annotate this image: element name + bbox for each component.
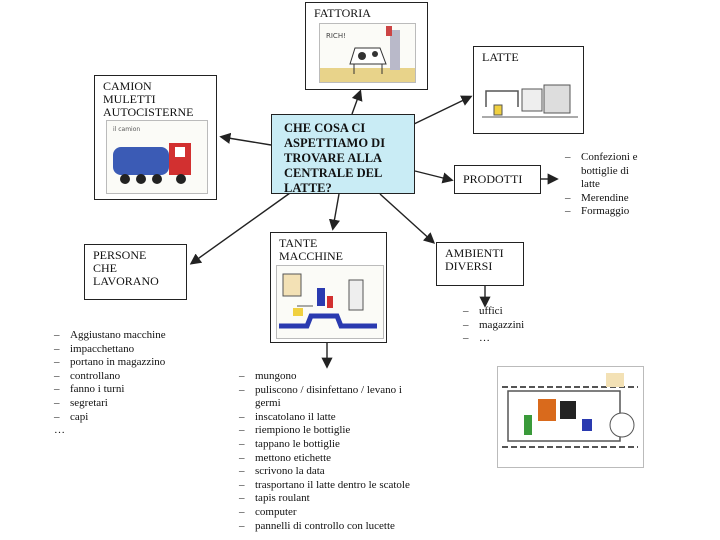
fattoria-box: FATTORIA RICH! bbox=[305, 2, 428, 90]
persone-box: PERSONE CHE LAVORANO bbox=[84, 244, 187, 300]
list-item: trasportano il latte dentro le scatole bbox=[239, 479, 410, 493]
fattoria-label: FATTORIA bbox=[314, 6, 371, 20]
list-item: puliscono / disinfettano / levano i bbox=[239, 384, 410, 398]
list-item: controllano bbox=[54, 370, 166, 384]
list-item: Formaggio bbox=[565, 205, 638, 219]
list-item: portano in magazzino bbox=[54, 356, 166, 370]
milk-machine-sketch-icon bbox=[482, 84, 578, 118]
list-item: pannelli di controllo con lucette bbox=[239, 520, 410, 534]
list-item: uffici bbox=[463, 305, 524, 319]
camion-box: CAMION MULETTI AUTOCISTERNE il camion bbox=[94, 75, 217, 200]
cow-sketch-icon: RICH! bbox=[320, 26, 415, 82]
central-question-box: CHE COSA CI ASPETTIAMO DI TROVARE ALLA C… bbox=[271, 114, 415, 195]
factory-sketch-icon bbox=[502, 373, 638, 448]
list-item: computer bbox=[239, 506, 410, 520]
list-item: magazzini bbox=[463, 319, 524, 333]
list-item: tapis roulant bbox=[239, 492, 410, 506]
list-item: mungono bbox=[239, 370, 410, 384]
list-item: fanno i turni bbox=[54, 383, 166, 397]
list-item: bottiglie di bbox=[581, 164, 629, 177]
list-item: riempiono le bottiglie bbox=[239, 424, 410, 438]
farm-drawing: RICH! bbox=[319, 23, 416, 83]
prodotti-label: PRODOTTI bbox=[463, 172, 523, 186]
list-item: Merendine bbox=[565, 192, 638, 206]
list-item: tappano le bottiglie bbox=[239, 438, 410, 452]
list-item: … bbox=[54, 424, 65, 437]
central-question-text: CHE COSA CI ASPETTIAMO DI TROVARE ALLA C… bbox=[284, 121, 386, 195]
macchine-box: TANTE MACCHINE bbox=[270, 232, 387, 343]
milk-drawing bbox=[482, 75, 578, 123]
arrow-to-latte bbox=[413, 95, 473, 125]
prodotti-list: Confezioni e bottiglie di latte Merendin… bbox=[565, 151, 638, 219]
machines-drawing bbox=[276, 265, 384, 339]
list-item: segretari bbox=[54, 397, 166, 411]
list-item: Confezioni e bbox=[565, 151, 638, 165]
list-item: Aggiustano macchine bbox=[54, 329, 166, 343]
list-item: latte bbox=[581, 178, 600, 191]
factory-drawing bbox=[497, 366, 644, 468]
ambienti-list: uffici magazzini … bbox=[463, 305, 524, 346]
ambienti-box: AMBIENTI DIVERSI bbox=[436, 242, 524, 286]
latte-box: LATTE bbox=[473, 46, 584, 134]
ambienti-label: AMBIENTI DIVERSI bbox=[445, 246, 504, 273]
macchine-list: mungono puliscono / disinfettano / levan… bbox=[239, 370, 410, 533]
list-item: scrivono la data bbox=[239, 465, 410, 479]
truck-drawing: il camion bbox=[106, 120, 208, 194]
list-item: … bbox=[463, 332, 524, 346]
list-item: germi bbox=[255, 397, 281, 410]
arrow-to-fattoria bbox=[351, 89, 363, 115]
list-item: capi bbox=[54, 411, 166, 425]
machines-sketch-icon bbox=[279, 273, 377, 329]
arrow-to-ambienti bbox=[379, 193, 436, 244]
persone-label: PERSONE CHE LAVORANO bbox=[93, 248, 159, 288]
camion-label: CAMION MULETTI AUTOCISTERNE bbox=[103, 79, 194, 119]
latte-label: LATTE bbox=[482, 50, 519, 64]
arrow-to-persone bbox=[189, 192, 291, 265]
arrow-to-macchine bbox=[328, 193, 340, 231]
list-item: mettono etichette bbox=[239, 452, 410, 466]
prodotti-box: PRODOTTI bbox=[454, 165, 541, 194]
list-item: impacchettano bbox=[54, 343, 166, 357]
list-item: inscatolano il latte bbox=[239, 411, 410, 425]
svg-text:RICH!: RICH! bbox=[326, 32, 346, 40]
svg-text:il camion: il camion bbox=[113, 126, 140, 133]
persone-list: Aggiustano macchine impacchettano portan… bbox=[54, 329, 166, 438]
truck-sketch-icon: il camion bbox=[113, 126, 191, 184]
arrow-to-camion bbox=[219, 132, 272, 146]
macchine-label: TANTE MACCHINE bbox=[279, 236, 344, 263]
arrow-to-prodotti bbox=[414, 170, 454, 184]
